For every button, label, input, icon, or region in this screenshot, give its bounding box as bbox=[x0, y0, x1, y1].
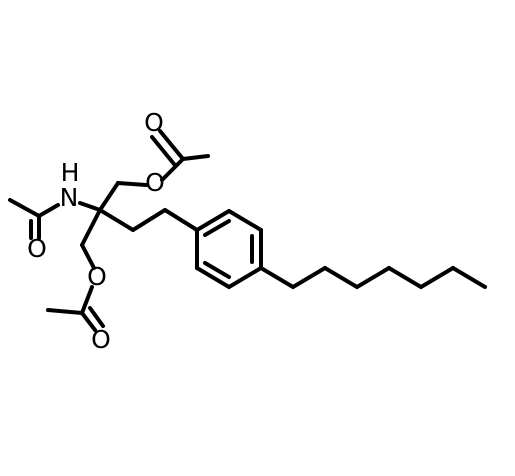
bond-n-to-quaternary-c bbox=[78, 201, 102, 212]
bond-ring-1-2 bbox=[195, 209, 231, 232]
bond-top-ester-o-to-ch2 bbox=[116, 181, 148, 187]
bond-ring-inner-double-a bbox=[203, 219, 231, 237]
bond-ring-2-3 bbox=[227, 209, 263, 232]
bond-bottom-carbonyl-c-to-o-double-a bbox=[80, 311, 97, 332]
bond-octyl-6 bbox=[419, 266, 455, 289]
bond-octyl-7 bbox=[451, 266, 487, 289]
bond-ring-inner-double-c bbox=[203, 261, 231, 279]
atom-o-amide-carbonyl: O bbox=[27, 234, 47, 263]
atom-o-top-ester: O bbox=[145, 168, 165, 197]
bond-bottom-ch2-to-ester-o bbox=[80, 243, 96, 270]
bond-bottom-ester-o-to-carbonyl-c bbox=[80, 285, 94, 315]
bond-top-ch2-to-quaternary-c bbox=[98, 181, 120, 212]
bond-top-acetyl-methyl bbox=[181, 154, 210, 161]
atom-o-bottom-carbonyl: O bbox=[91, 325, 111, 354]
atom-h-amide: H bbox=[61, 158, 80, 187]
bond-octyl-2 bbox=[291, 266, 327, 289]
bond-bottom-acetyl-methyl bbox=[46, 308, 84, 315]
atom-n-amide: N bbox=[60, 183, 79, 212]
bond-ring-5-6 bbox=[195, 266, 231, 289]
bond-quaternary-c-to-ch2-a bbox=[98, 208, 135, 232]
bond-bottom-carbonyl-c-to-o-double-b bbox=[88, 306, 105, 328]
bond-octyl-1 bbox=[259, 266, 295, 289]
bond-top-carbonyl-c-to-o-double-b bbox=[150, 135, 176, 166]
atom-o-top-carbonyl: O bbox=[144, 108, 164, 137]
bond-top-carbonyl-c-to-ester-o bbox=[160, 157, 185, 182]
bond-top-carbonyl-c-to-o-double-a bbox=[158, 129, 185, 161]
bond-octyl-3 bbox=[323, 266, 359, 289]
bond-ch2-b-to-aryl bbox=[163, 208, 199, 232]
bond-octyl-4 bbox=[355, 266, 391, 289]
bond-quaternary-c-to-bottom-ch2 bbox=[80, 208, 102, 247]
bond-ch2-a-to-ch2-b bbox=[131, 208, 167, 232]
bond-ring-4-5 bbox=[227, 266, 263, 289]
atom-o-bottom-ester: O bbox=[87, 262, 107, 291]
bond-amide-carbonyl-c-to-n bbox=[37, 203, 60, 218]
bond-octyl-5 bbox=[387, 266, 423, 289]
bond-amide-methyl-to-carbonyl-c bbox=[8, 198, 41, 218]
